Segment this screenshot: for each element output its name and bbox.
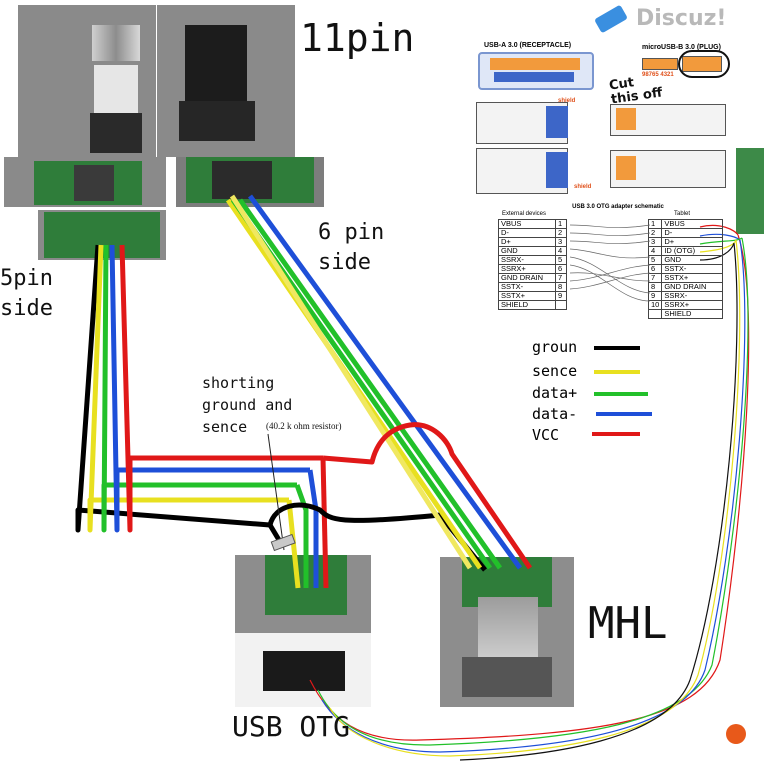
legend-item-data-plus: data+ <box>532 384 590 402</box>
photo-tablet-edge <box>736 148 764 234</box>
otg-table-title: USB 3.0 OTG adapter schematic <box>572 204 664 210</box>
shield-label-2: shield <box>574 184 592 190</box>
wires-5pin <box>75 244 323 533</box>
resistor <box>267 433 296 552</box>
micro-b-plug-diagram <box>642 50 730 78</box>
label-5pin-side: 5pin side <box>0 266 53 321</box>
otg-schematic-table: USB 3.0 OTG adapter schematic External d… <box>498 204 738 319</box>
wires-otg-drop <box>267 457 487 589</box>
photo-5pin-board <box>4 157 166 207</box>
pin-name: SHIELD <box>661 309 724 319</box>
logo-text: Discuz! <box>636 6 727 31</box>
legend-item-data-minus: data- <box>532 405 590 423</box>
pin-number <box>555 300 567 310</box>
label-mhl: MHL <box>588 598 668 649</box>
photo-11pin-plug <box>157 5 295 157</box>
wire-5pin-data-minus <box>109 244 310 533</box>
usb-schematic: USB-A 3.0 (RECEPTACLE) microUSB-B 3.0 (P… <box>466 34 736 204</box>
photo-5pin-plug <box>18 5 156 157</box>
corner-badge-icon[interactable] <box>726 724 746 744</box>
drop-data-plus <box>294 484 309 588</box>
usb-a-title: USB-A 3.0 (RECEPTACLE) <box>484 42 572 49</box>
wire-5pin-sense <box>87 244 289 533</box>
micro-pin-block-1 <box>616 108 636 130</box>
wire-6pin-data-minus <box>247 194 523 570</box>
legend-label: data- <box>532 405 578 423</box>
cut-note: Cut this off <box>608 75 664 108</box>
tablet-thin-wires <box>309 234 750 761</box>
wire-6pin-data-plus <box>237 198 503 570</box>
legend-label: VCC <box>532 426 560 444</box>
legend-item-sense: sence <box>532 362 590 380</box>
label-11pin: 11pin <box>300 16 415 60</box>
drop-data-minus <box>307 469 319 588</box>
label-usb-otg: USB OTG <box>232 710 351 743</box>
legend-swatches <box>592 346 652 436</box>
legend-label: groun <box>532 338 578 356</box>
micro-b-title: microUSB-B 3.0 (PLUG) <box>642 44 721 51</box>
drop-vcc <box>320 457 329 589</box>
discuz-logo: Discuz! <box>594 4 727 33</box>
left-header: External devices <box>502 211 547 217</box>
wire-5pin-ground <box>75 244 271 533</box>
legend-label: data+ <box>532 384 578 402</box>
right-header: Tablet <box>674 211 691 217</box>
wires-6pin <box>225 194 533 570</box>
micro-pin-block-2 <box>616 156 636 180</box>
legend-item-vcc: VCC <box>532 426 590 444</box>
pin-numbers-top: 98765 4321 <box>642 72 674 78</box>
pin-number <box>647 309 663 319</box>
label-6pin-side: 6 pin side <box>318 220 385 275</box>
usb-stick-icon <box>594 4 628 33</box>
wire-vcc-bridge <box>322 422 533 570</box>
pin-name: SHIELD <box>498 300 556 310</box>
drop-ground <box>267 502 487 572</box>
label-resistor: (40.2 k ohm resistor) <box>266 421 342 431</box>
photo-6pin-board <box>176 157 324 207</box>
pin-number: 9 <box>555 291 567 301</box>
legend-label: sence <box>532 362 578 380</box>
wire-5pin-data-plus <box>101 244 297 533</box>
shield-label-1: shield <box>558 98 576 104</box>
label-shorting: shorting ground and sence <box>202 374 293 436</box>
right-pin-row: SHIELD <box>647 309 724 319</box>
wire-5pin-vcc <box>119 244 323 533</box>
pin-block-1 <box>546 106 568 138</box>
left-pin-row: SHIELD <box>498 300 567 310</box>
pin-block-2 <box>546 152 568 188</box>
otg-cross-wiring <box>570 224 651 302</box>
photo-usb-otg-connector <box>235 555 371 707</box>
usb-a-receptacle-diagram <box>478 52 594 90</box>
legend-item-ground: groun <box>532 338 590 356</box>
wire-6pin-sense-b <box>229 194 473 570</box>
